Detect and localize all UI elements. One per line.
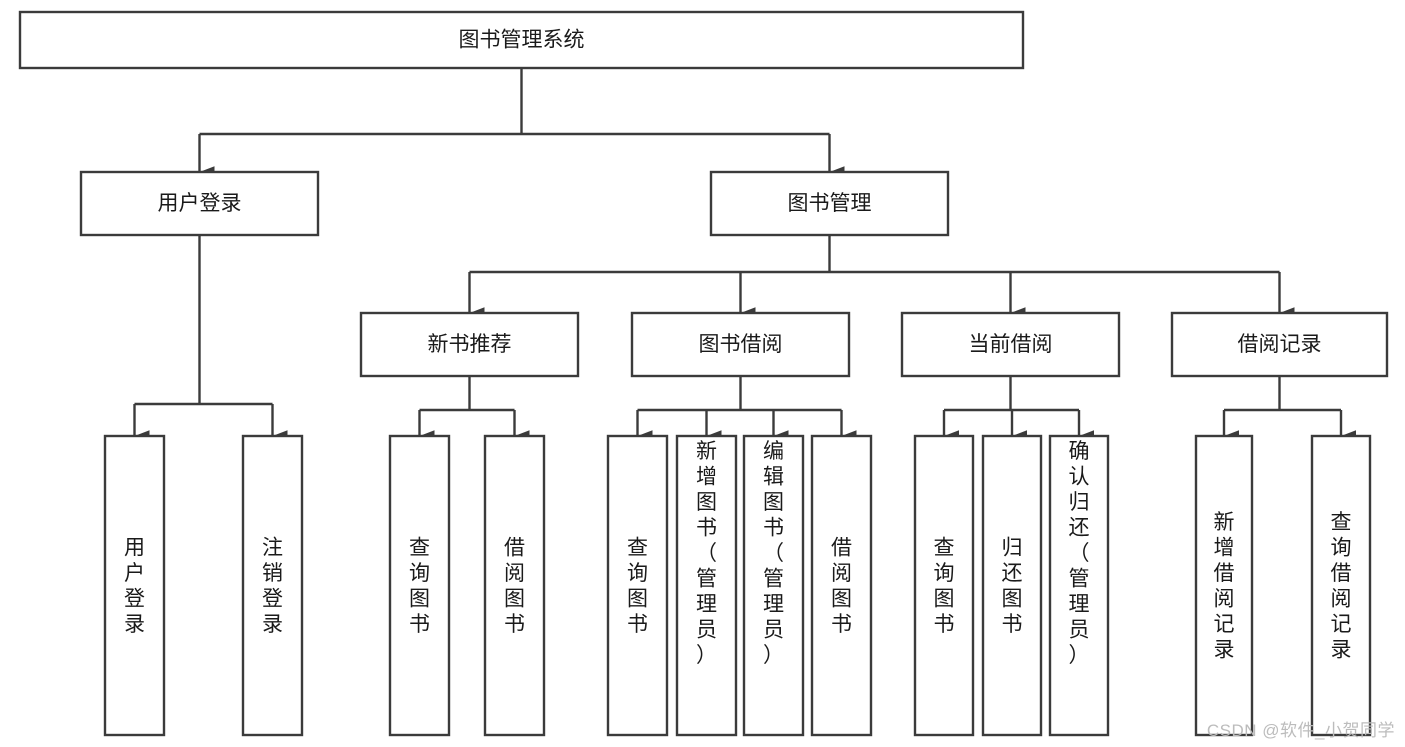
- node-leaf-9[interactable]: 归还图书: [981, 434, 1043, 737]
- node-level2-2-label: 当前借阅: [969, 333, 1053, 356]
- node-leaf-5-rect[interactable]: [675, 434, 738, 737]
- node-leaf-12-label: 查询借阅记录: [1331, 511, 1352, 662]
- node-leaf-11-rect[interactable]: [1194, 434, 1254, 737]
- node-leaf-4-label: 查询图书: [627, 537, 648, 637]
- node-level1-0[interactable]: 用户登录: [79, 170, 320, 237]
- node-level1-1-label: 图书管理: [788, 192, 872, 215]
- node-leaf-8-label: 查询图书: [934, 537, 955, 637]
- node-leaf-4[interactable]: 查询图书: [606, 434, 669, 737]
- node-leaf-1-label: 注销登录: [262, 537, 283, 637]
- node-leaf-5[interactable]: 新增图书（管理员）: [675, 434, 738, 737]
- node-level1-0-rect[interactable]: [79, 170, 320, 237]
- node-leaf-3-rect[interactable]: [483, 434, 546, 737]
- node-level2-0-rect[interactable]: [359, 311, 580, 378]
- node-leaf-5-label: 新增图书（管理员）: [696, 440, 717, 667]
- node-leaf-11-label: 新增借阅记录: [1214, 511, 1235, 662]
- node-leaf-7-label: 借阅图书: [831, 537, 852, 637]
- node-leaf-1[interactable]: 注销登录: [241, 434, 304, 737]
- node-leaf-3-label: 借阅图书: [504, 537, 525, 637]
- connector-lines: [133, 68, 1356, 442]
- node-leaf-12-rect[interactable]: [1310, 434, 1372, 737]
- node-leaf-8-rect[interactable]: [913, 434, 975, 737]
- node-level2-1-rect[interactable]: [630, 311, 851, 378]
- node-level2-1[interactable]: 图书借阅: [630, 311, 851, 378]
- node-leaf-7[interactable]: 借阅图书: [810, 434, 873, 737]
- node-leaf-10-label: 确认归还（管理员）: [1069, 440, 1090, 667]
- node-root-book-management-system[interactable]: 图书管理系统: [18, 10, 1025, 70]
- node-leaf-9-label: 归还图书: [1002, 537, 1023, 637]
- node-level1-0-label: 用户登录: [158, 192, 242, 215]
- node-leaf-0[interactable]: 用户登录: [103, 434, 166, 737]
- node-level2-3[interactable]: 借阅记录: [1170, 311, 1389, 378]
- node-leaf-6-label: 编辑图书（管理员）: [763, 440, 784, 667]
- node-root-book-management-system-rect[interactable]: [18, 10, 1025, 70]
- node-leaf-8[interactable]: 查询图书: [913, 434, 975, 737]
- node-leaf-1-rect[interactable]: [241, 434, 304, 737]
- node-leaf-2-rect[interactable]: [388, 434, 451, 737]
- node-level1-1-rect[interactable]: [709, 170, 950, 237]
- node-level2-3-label: 借阅记录: [1238, 333, 1322, 356]
- node-leaf-6-rect[interactable]: [742, 434, 805, 737]
- node-leaf-4-rect[interactable]: [606, 434, 669, 737]
- node-root-book-management-system-label: 图书管理系统: [459, 29, 585, 52]
- node-level2-0-label: 新书推荐: [428, 333, 512, 356]
- node-level2-2-rect[interactable]: [900, 311, 1121, 378]
- node-leaf-0-rect[interactable]: [103, 434, 166, 737]
- node-level2-0[interactable]: 新书推荐: [359, 311, 580, 378]
- node-level1-1[interactable]: 图书管理: [709, 170, 950, 237]
- node-leaf-2[interactable]: 查询图书: [388, 434, 451, 737]
- node-leaf-11[interactable]: 新增借阅记录: [1194, 434, 1254, 737]
- node-leaf-0-label: 用户登录: [124, 537, 145, 637]
- node-level2-1-label: 图书借阅: [699, 333, 783, 356]
- node-leaf-3[interactable]: 借阅图书: [483, 434, 546, 737]
- node-leaf-10-rect[interactable]: [1048, 434, 1110, 737]
- node-level2-2[interactable]: 当前借阅: [900, 311, 1121, 378]
- node-boxes: 图书管理系统用户登录图书管理新书推荐图书借阅当前借阅借阅记录用户登录注销登录查询…: [18, 10, 1389, 737]
- node-leaf-10[interactable]: 确认归还（管理员）: [1048, 434, 1110, 737]
- node-level2-3-rect[interactable]: [1170, 311, 1389, 378]
- node-leaf-12[interactable]: 查询借阅记录: [1310, 434, 1372, 737]
- node-leaf-6[interactable]: 编辑图书（管理员）: [742, 434, 805, 737]
- node-leaf-9-rect[interactable]: [981, 434, 1043, 737]
- node-leaf-7-rect[interactable]: [810, 434, 873, 737]
- node-leaf-2-label: 查询图书: [409, 537, 430, 637]
